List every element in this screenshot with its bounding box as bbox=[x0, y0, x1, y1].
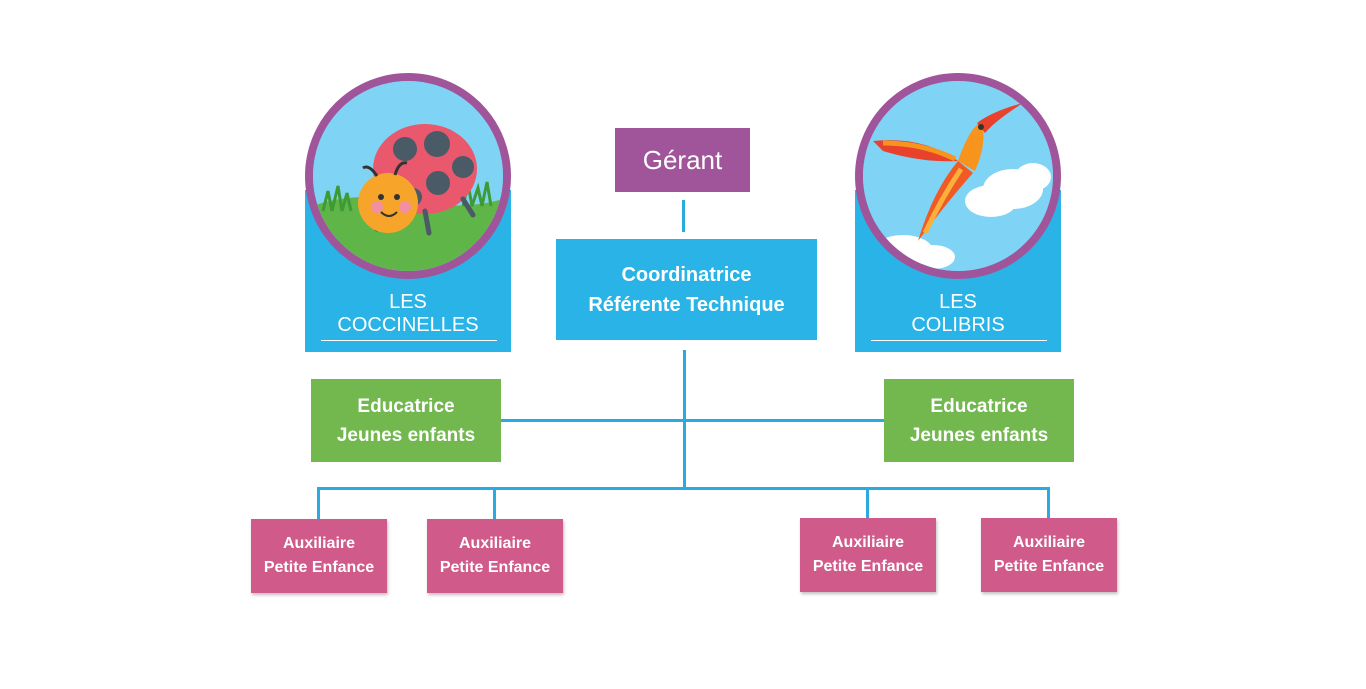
auxiliary-line1: Auxiliaire bbox=[831, 534, 905, 551]
coordinator-node: Coordinatrice Référente Technique bbox=[556, 239, 817, 340]
group-label-colibris: LES COLIBRIS bbox=[855, 291, 1061, 337]
educator-line2: Jeunes enfants bbox=[909, 424, 1049, 446]
group-underline bbox=[871, 340, 1047, 341]
educator-line1: Educatrice bbox=[357, 395, 455, 417]
connector-educators bbox=[500, 419, 885, 422]
coordinator-line2: Référente Technique bbox=[588, 293, 785, 316]
educator-node-left: Educatrice Jeunes enfants bbox=[311, 379, 501, 462]
educator-line1: Educatrice bbox=[930, 395, 1028, 417]
connector-auxiliaries bbox=[317, 487, 1050, 490]
auxiliary-node-1: Auxiliaire Petite Enfance bbox=[251, 519, 387, 593]
group-label-line2: COCCINELLES bbox=[337, 314, 479, 336]
connector-aux-3 bbox=[866, 487, 869, 519]
educator-node-right: Educatrice Jeunes enfants bbox=[884, 379, 1074, 462]
group-label-coccinelles: LES COCCINELLES bbox=[305, 291, 511, 337]
root-label: Gérant bbox=[642, 144, 723, 175]
educator-line2: Jeunes enfants bbox=[336, 424, 476, 446]
ladybug-icon bbox=[305, 73, 511, 279]
auxiliary-line1: Auxiliaire bbox=[458, 535, 532, 552]
group-label-line2: COLIBRIS bbox=[911, 314, 1005, 336]
group-label-line1: LES bbox=[939, 291, 977, 313]
auxiliary-line1: Auxiliaire bbox=[1012, 534, 1086, 551]
auxiliary-line2: Petite Enfance bbox=[993, 558, 1105, 575]
connector-aux-1 bbox=[317, 487, 320, 519]
root-node: Gérant bbox=[615, 128, 750, 192]
connector-aux-4 bbox=[1047, 487, 1050, 519]
group-underline bbox=[321, 340, 497, 341]
auxiliary-line2: Petite Enfance bbox=[812, 558, 924, 575]
auxiliary-node-4: Auxiliaire Petite Enfance bbox=[981, 518, 1117, 592]
auxiliary-node-2: Auxiliaire Petite Enfance bbox=[427, 519, 563, 593]
connector-aux-2 bbox=[493, 487, 496, 519]
group-label-line1: LES bbox=[389, 291, 427, 313]
auxiliary-node-3: Auxiliaire Petite Enfance bbox=[800, 518, 936, 592]
auxiliary-line1: Auxiliaire bbox=[282, 535, 356, 552]
connector-root-coord bbox=[682, 200, 685, 232]
hummingbird-icon bbox=[855, 73, 1061, 279]
coordinator-line1: Coordinatrice bbox=[621, 263, 752, 286]
auxiliary-line2: Petite Enfance bbox=[263, 559, 375, 576]
auxiliary-line2: Petite Enfance bbox=[439, 559, 551, 576]
